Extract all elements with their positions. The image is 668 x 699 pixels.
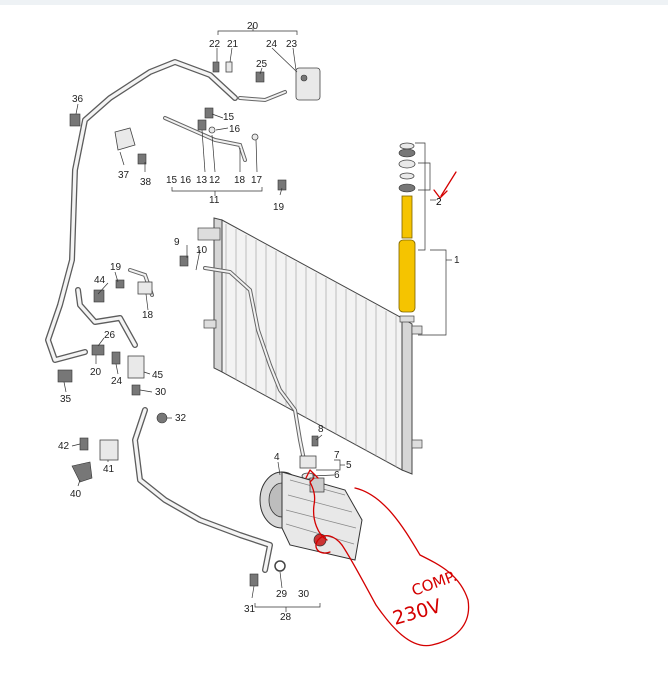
label-32: 32 xyxy=(175,413,187,424)
label-4: 4 xyxy=(274,452,280,463)
label-31: 31 xyxy=(244,604,256,615)
drier-cartridge xyxy=(398,142,416,323)
top-bar xyxy=(0,0,668,5)
label-10: 10 xyxy=(196,245,208,256)
label-37: 37 xyxy=(118,170,130,181)
label-40: 40 xyxy=(70,489,82,500)
label-45: 45 xyxy=(152,370,164,381)
label-9: 9 xyxy=(174,237,180,248)
label-7: 7 xyxy=(334,450,340,461)
annotation-text-voltage: 230V xyxy=(390,595,443,630)
label-6: 6 xyxy=(334,470,340,481)
label-30-left: 30 xyxy=(155,387,167,398)
label-42: 42 xyxy=(58,441,70,452)
label-20: 20 xyxy=(247,21,259,32)
part-numbers: 20 22 21 24 23 25 36 15 16 37 38 15 16 1… xyxy=(58,21,460,623)
label-5: 5 xyxy=(346,460,352,471)
label-8: 8 xyxy=(318,424,324,435)
label-26: 26 xyxy=(104,330,116,341)
condenser xyxy=(197,217,423,475)
annotation-text-comp: COMP. xyxy=(409,567,459,600)
label-16-top: 16 xyxy=(229,124,241,135)
label-38: 38 xyxy=(140,177,152,188)
leader-lines xyxy=(63,25,452,612)
label-24-left: 24 xyxy=(111,376,123,387)
label-35: 35 xyxy=(60,394,72,405)
label-18-mid: 18 xyxy=(142,310,154,321)
label-2: 2 xyxy=(436,197,442,208)
label-22: 22 xyxy=(209,39,221,50)
label-19-right: 19 xyxy=(273,202,285,213)
label-17: 17 xyxy=(251,175,263,186)
refrigerant-lines xyxy=(45,59,307,573)
label-23: 23 xyxy=(286,39,298,50)
label-11: 11 xyxy=(209,195,220,206)
label-18-top: 18 xyxy=(234,175,246,186)
label-28: 28 xyxy=(280,612,292,623)
label-41: 41 xyxy=(103,464,115,475)
label-44: 44 xyxy=(94,275,106,286)
label-20-left: 20 xyxy=(90,367,102,378)
label-13: 13 xyxy=(196,175,208,186)
label-12: 12 xyxy=(209,175,221,186)
label-1: 1 xyxy=(454,255,460,266)
label-24-top: 24 xyxy=(266,39,278,50)
label-30-bottom: 30 xyxy=(298,589,310,600)
label-36: 36 xyxy=(72,94,84,105)
label-25: 25 xyxy=(256,59,268,70)
label-15-top: 15 xyxy=(223,112,235,123)
label-15-bottom: 15 xyxy=(166,175,178,186)
label-21: 21 xyxy=(227,39,239,50)
compressor xyxy=(259,471,363,561)
label-29: 29 xyxy=(276,589,288,600)
label-19-left: 19 xyxy=(110,262,122,273)
fittings xyxy=(57,61,321,587)
label-16-bottom: 16 xyxy=(180,175,192,186)
